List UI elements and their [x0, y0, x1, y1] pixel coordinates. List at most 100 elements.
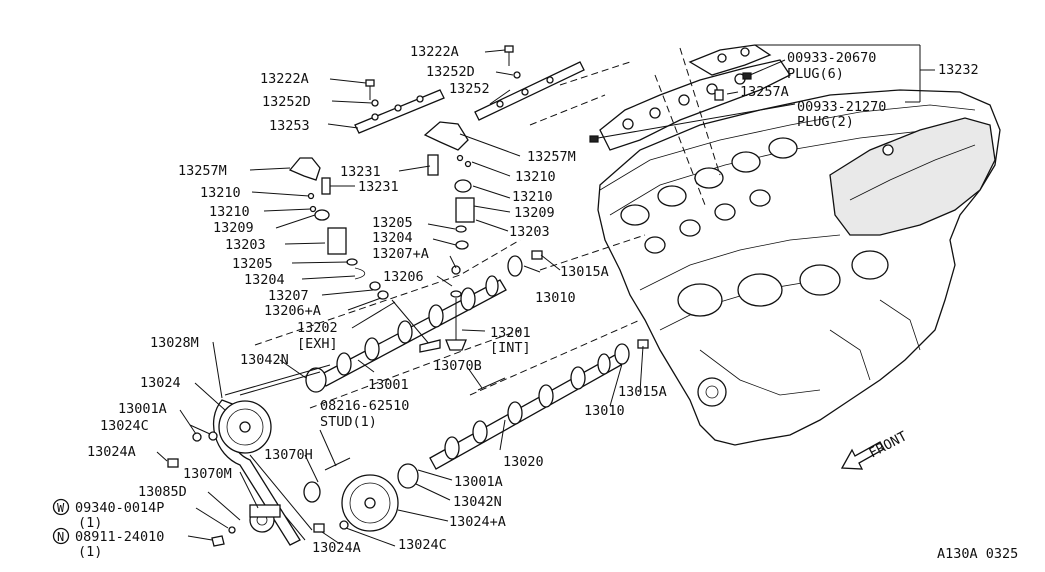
label-13253: 13253 [269, 118, 310, 134]
label-13001a-a: 13001A [118, 401, 167, 417]
label-w-marker: W [57, 501, 65, 515]
lash-adjuster-13231-a [427, 154, 439, 176]
label-13206a: 13206+A [264, 303, 321, 319]
plug-13015a-a [531, 250, 543, 260]
label-13020: 13020 [503, 454, 544, 470]
label-13257a: 13257A [740, 84, 789, 100]
label-13252d-left: 13252D [262, 94, 311, 110]
label-13231-b: 13231 [358, 179, 399, 195]
label-13024c-a: 13024C [100, 418, 149, 434]
label-13203-a: 13203 [509, 224, 550, 240]
bolt-13024a-b [313, 523, 325, 533]
label-13203-b: 13203 [225, 237, 266, 253]
label-13252: 13252 [449, 81, 490, 97]
label-13024c-b: 13024C [398, 537, 447, 553]
washer-13024c-b [339, 520, 349, 530]
label-13024pa: 13024+A [449, 514, 506, 530]
label-08216: 08216-62510 [320, 398, 409, 414]
label-13257m-right: 13257M [527, 149, 576, 165]
label-13252d-top: 13252D [426, 64, 475, 80]
bolt-13222a-left [365, 79, 379, 107]
label-13205-b: 13205 [232, 256, 273, 272]
label-13204-b: 13204 [244, 272, 285, 288]
label-13024: 13024 [140, 375, 181, 391]
bolt-13024a-a [167, 458, 179, 468]
rocker-arm-13257m-right [423, 121, 469, 151]
label-09340-qty: (1) [78, 515, 102, 531]
stud-13070h [324, 457, 351, 471]
engine-block-drawing [589, 44, 1001, 446]
label-13010-b: 13010 [584, 403, 625, 419]
label-13205-a: 13205 [372, 215, 413, 231]
cam-seal-13042n-b [397, 463, 419, 489]
washer-13024c-a [208, 431, 218, 441]
part-labels: 13222A 13252D 13252 13222A 13252D 13253 … [52, 44, 1018, 562]
label-13222a-top: 13222A [410, 44, 459, 60]
idler-13070h [303, 481, 321, 503]
label-13042n-b: 13042N [453, 494, 502, 510]
label-13207a: 13207+A [372, 246, 429, 262]
label-13015a-b: 13015A [618, 384, 667, 400]
label-08911: 08911-24010 [75, 529, 164, 545]
label-diagram-code: A130A 0325 [937, 546, 1018, 562]
label-13222a-left: 13222A [260, 71, 309, 87]
label-front: FRONT [866, 428, 909, 461]
cam-seal-13010-a [507, 255, 523, 277]
label-13202: 13202 [297, 320, 338, 336]
label-plug-2: PLUG(2) [797, 114, 854, 130]
label-13028m: 13028M [150, 335, 199, 351]
label-13201: 13201 [490, 325, 531, 341]
plug-2-icon [589, 135, 599, 143]
exhaust-camshaft [319, 275, 507, 387]
label-13070h: 13070H [264, 447, 313, 463]
n-marker-circle-icon [52, 527, 70, 545]
label-13257m-left: 13257M [178, 163, 227, 179]
washer-09340 [228, 526, 236, 534]
rocker-shaft-left [354, 89, 445, 134]
label-13085d: 13085D [138, 484, 187, 500]
label-13001a-b: 13001A [454, 474, 503, 490]
label-13207: 13207 [268, 288, 309, 304]
label-13201-sub: [INT] [490, 340, 531, 356]
label-13001: 13001 [368, 377, 409, 393]
label-13015a-a: 13015A [560, 264, 609, 280]
label-13210-b: 13210 [200, 185, 241, 201]
cam-sprocket-13024 [218, 400, 272, 454]
intake-valve-assembly [445, 154, 475, 351]
label-13024a-b: 13024A [312, 540, 361, 556]
lash-adjuster-13231-b [321, 177, 331, 195]
label-13204-a: 13204 [372, 230, 413, 246]
w-marker-circle-icon [52, 498, 70, 516]
cam-seal-13010-b [614, 343, 630, 365]
front-arrow-icon [840, 441, 885, 470]
cam-seal-13042n-a [305, 367, 327, 393]
label-13209-a: 13209 [514, 205, 555, 221]
label-13210-a: 13210 [515, 169, 556, 185]
cam-sprocket-13024pa [341, 474, 399, 532]
plug-6-icon [742, 72, 752, 80]
stud-13070b [477, 377, 506, 391]
dowel-13257a [714, 89, 724, 101]
label-00933-21270: 00933-21270 [797, 99, 886, 115]
label-plug-6: PLUG(6) [787, 66, 844, 82]
label-13024a-a: 13024A [87, 444, 136, 460]
label-13232: 13232 [938, 62, 979, 78]
label-stud: STUD(1) [320, 414, 377, 430]
label-13202-sub: [EXH] [297, 336, 338, 352]
label-13042n-a: 13042N [240, 352, 289, 368]
alignment-lines [254, 47, 721, 409]
label-09340: 09340-0014P [75, 500, 164, 516]
label-13070m: 13070M [183, 466, 232, 482]
tensioner-pulley [249, 504, 281, 533]
label-13070b: 13070B [433, 358, 482, 374]
label-13210-d: 13210 [209, 204, 250, 220]
intake-camshaft [429, 353, 622, 470]
key-13001a [192, 432, 202, 442]
label-13231-a: 13231 [340, 164, 381, 180]
label-13010-a: 13010 [535, 290, 576, 306]
rocker-shaft-right [474, 61, 585, 121]
bolt-13222a-top [504, 45, 521, 79]
label-13210-c: 13210 [512, 189, 553, 205]
leader-lines [156, 44, 935, 547]
